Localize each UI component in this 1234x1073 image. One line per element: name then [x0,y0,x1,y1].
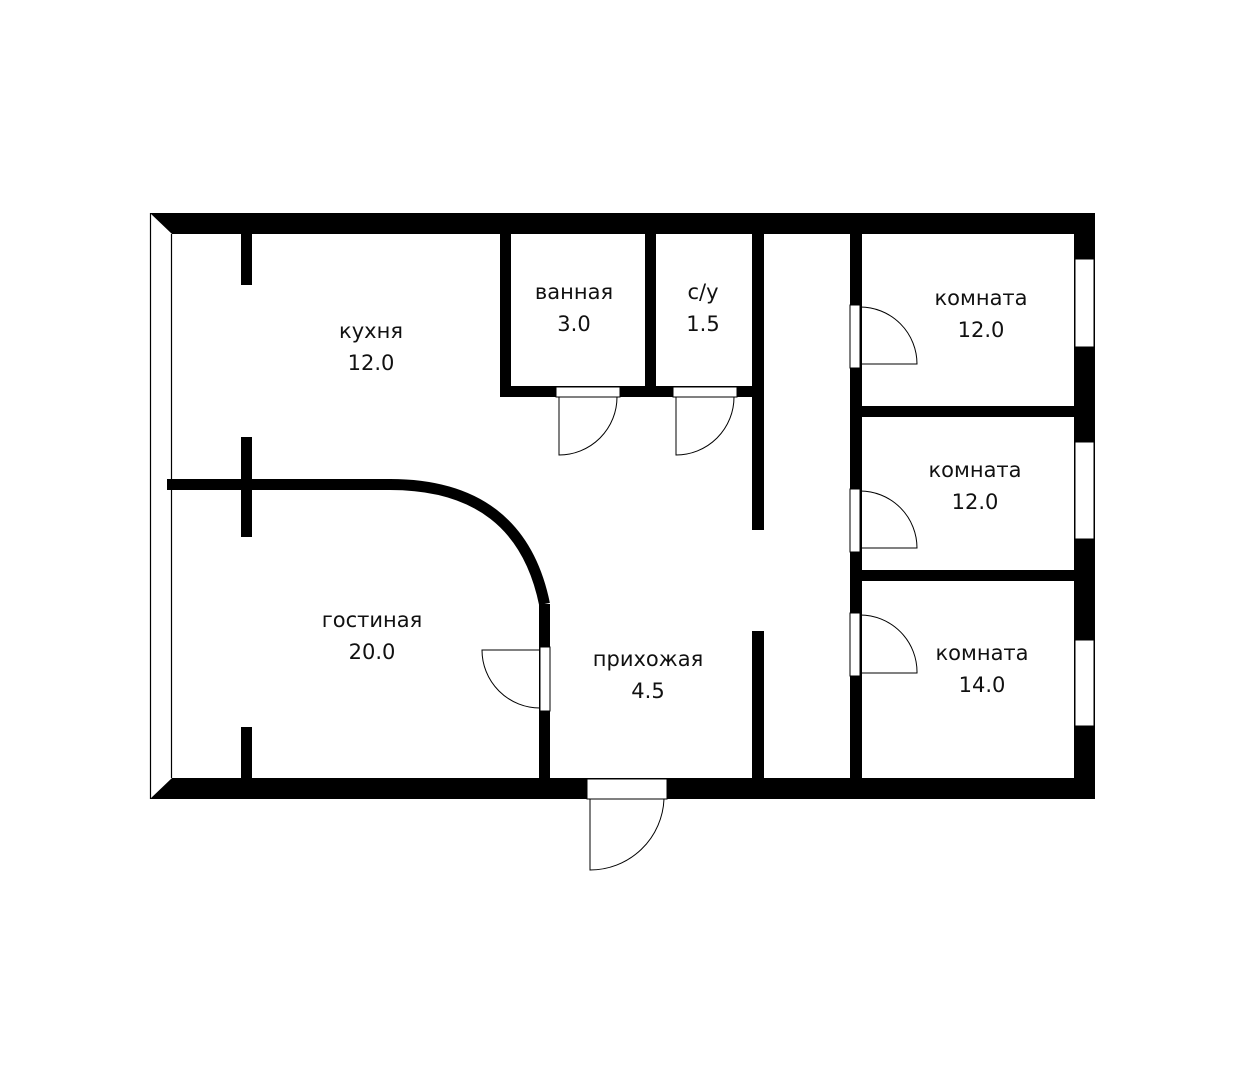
windows [1074,258,1095,727]
room-3: комната 14.0 [935,637,1028,701]
door-entrance[interactable] [586,778,668,871]
room-name: комната [928,458,1022,482]
room-kitchen: кухня 12.0 [339,315,403,379]
room-name: комната [934,286,1028,310]
room-area: 12.0 [347,351,395,375]
room-name: прихожая [592,647,704,671]
room-wc: с/у 1.5 [686,276,719,340]
room-living: гостиная 20.0 [322,604,423,668]
door-bathroom[interactable] [555,386,621,456]
room-name: гостиная [321,608,423,632]
room-bathroom: ванная 3.0 [535,276,613,340]
room-area: 12.0 [951,490,999,514]
room-area: 14.0 [958,673,1006,697]
room-area: 3.0 [557,312,591,336]
room-name: с/у [687,280,719,304]
window-room2 [1074,441,1095,540]
room-area: 12.0 [957,318,1005,342]
room-1: комната 12.0 [934,282,1027,346]
room-area: 4.5 [631,679,665,703]
room-name: кухня [339,319,403,343]
room-area: 1.5 [686,312,720,336]
door-living[interactable] [481,646,551,712]
left-thin-wall [149,213,173,799]
room-area: 20.0 [348,640,396,664]
door-wc[interactable] [672,386,738,456]
room-name: комната [935,641,1029,665]
window-room3 [1074,639,1095,727]
door-room2[interactable] [849,488,918,553]
room-name: ванная [534,280,614,304]
door-room1[interactable] [849,304,918,369]
doors[interactable] [481,304,918,871]
room-hall: прихожая 4.5 [593,643,703,707]
room-2: комната 12.0 [928,454,1021,518]
curved-wall [389,479,550,606]
door-room3[interactable] [849,612,918,677]
window-room1 [1074,258,1095,348]
